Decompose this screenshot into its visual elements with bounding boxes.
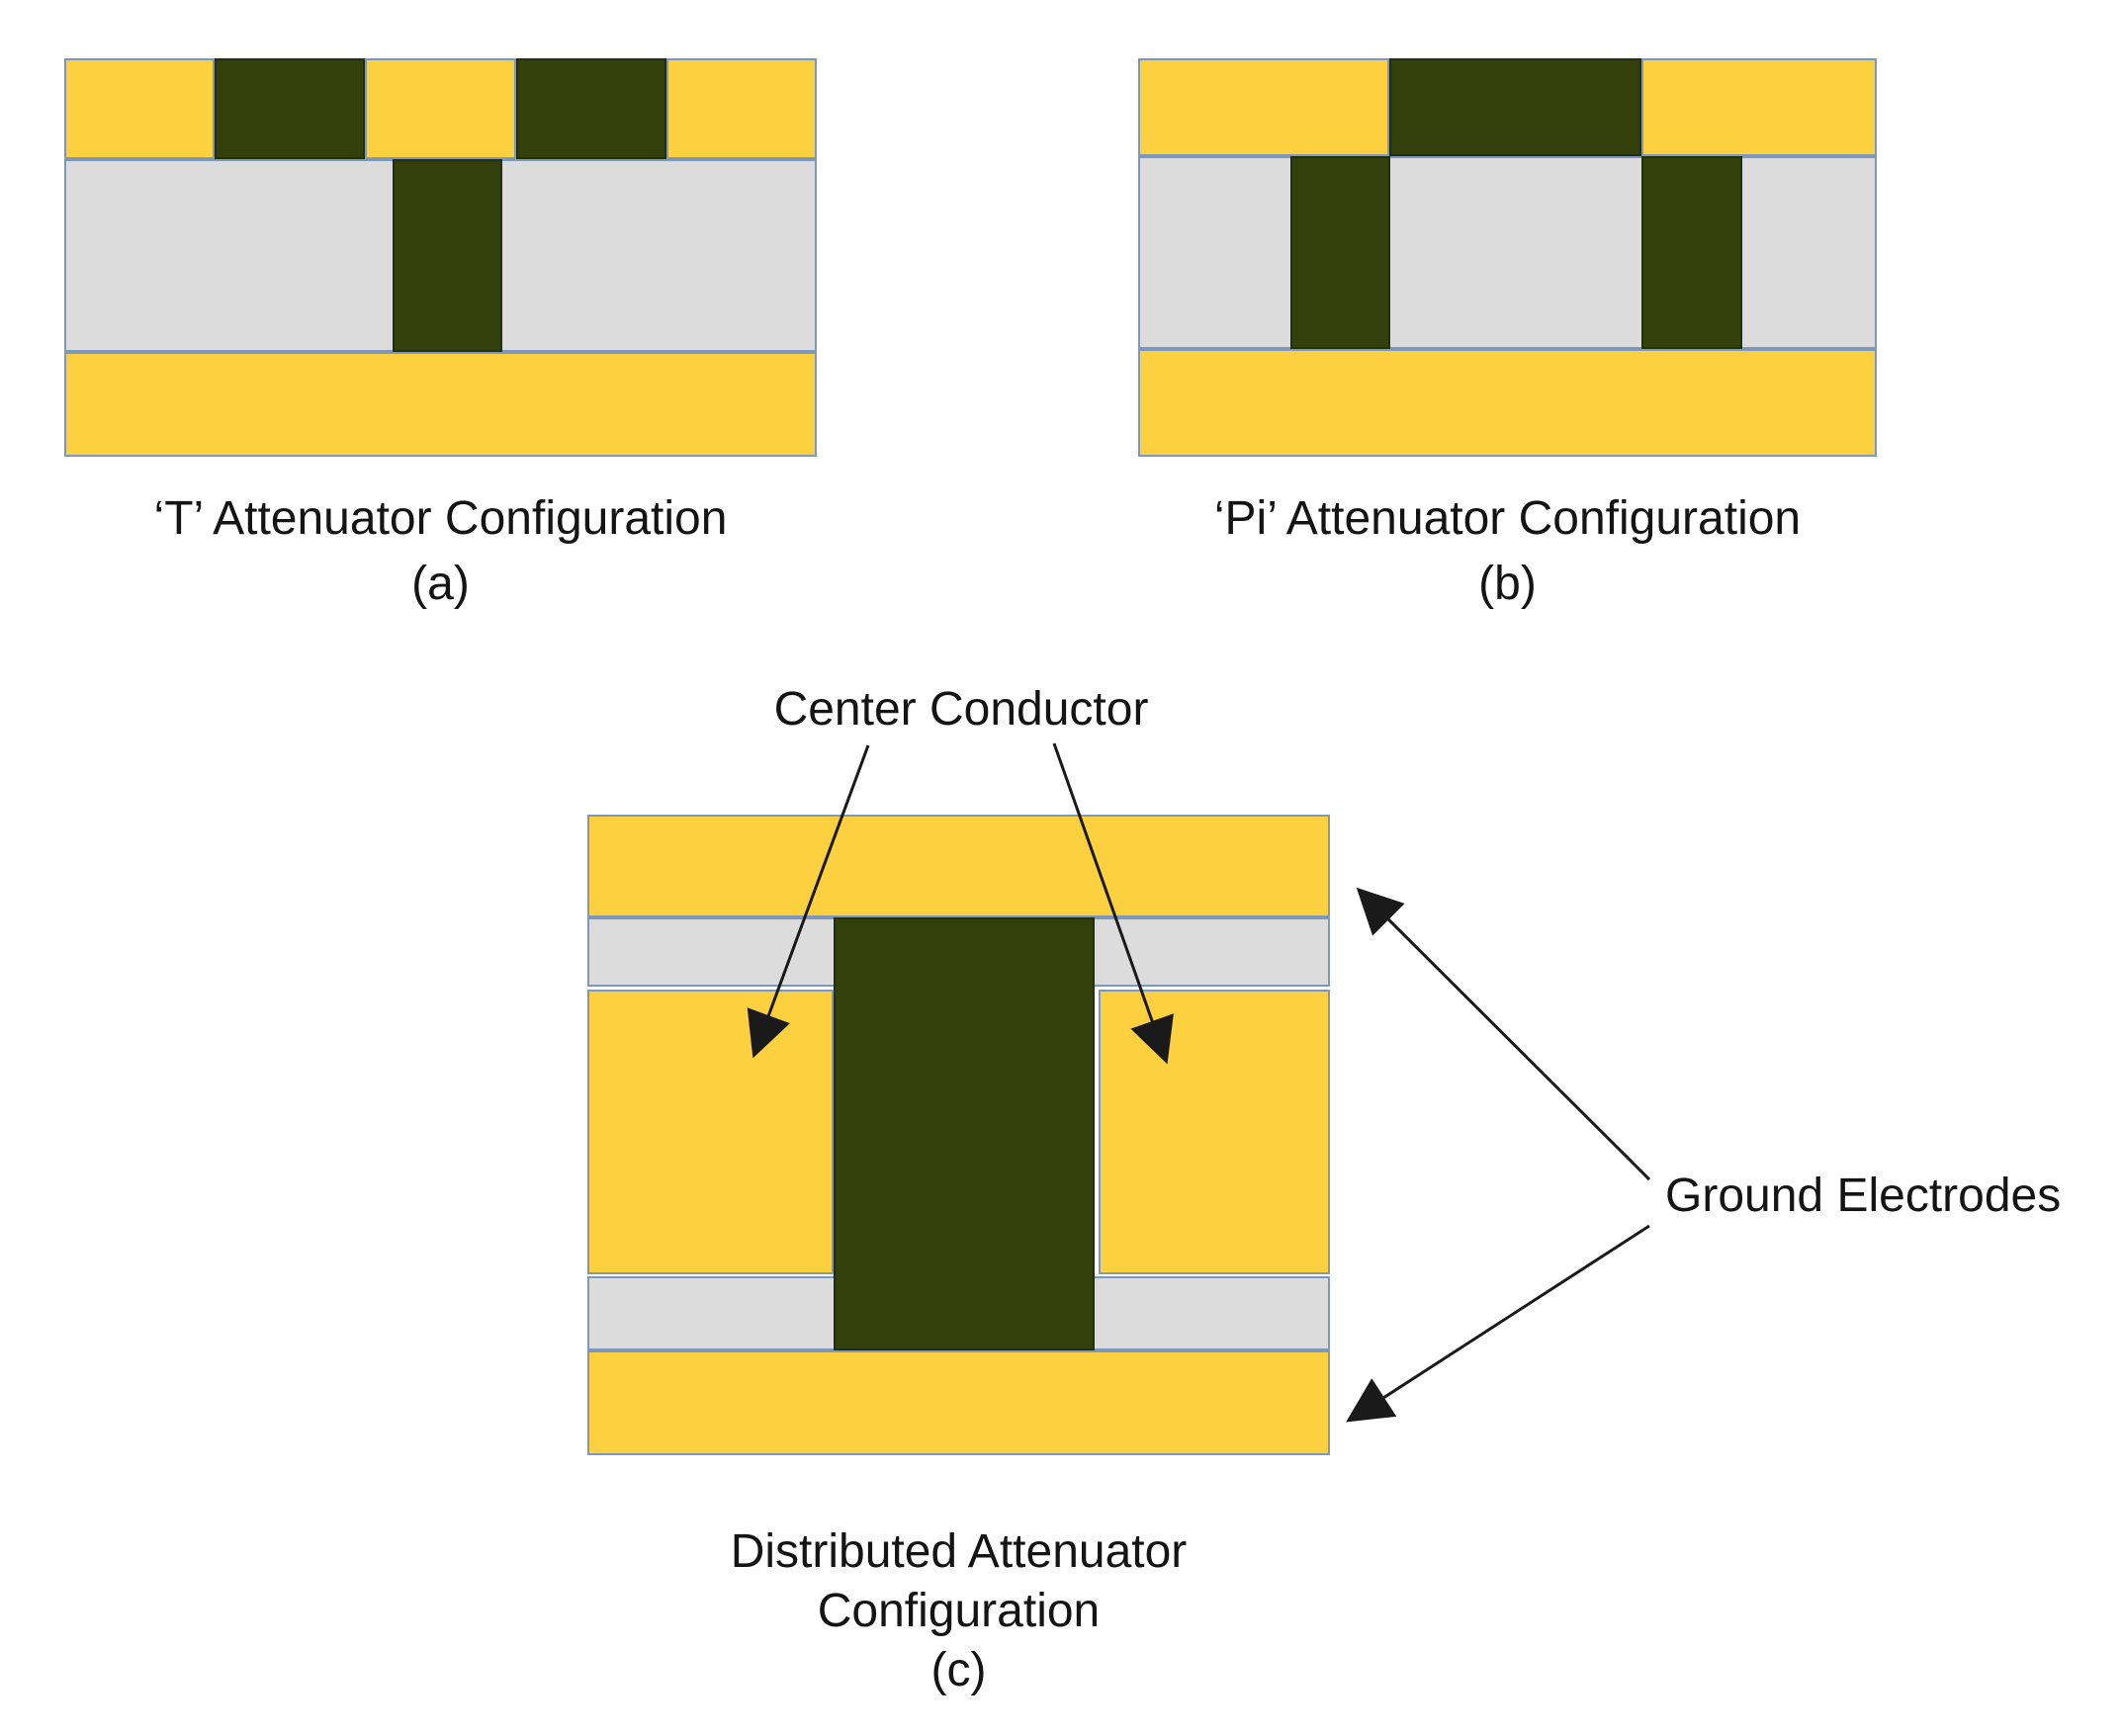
- dist-bottom-ground-electrode: [587, 1350, 1330, 1455]
- t-attenuator-diagram: [64, 58, 817, 457]
- t-bottom-electrode: [64, 352, 817, 457]
- pi-top-resistor-segment: [1389, 58, 1641, 156]
- pi-diagram-tag: (b): [1478, 558, 1537, 610]
- t-diagram-title: ‘T’ Attenuator Configuration: [153, 492, 728, 545]
- t-top-gold-segment-right: [666, 58, 817, 159]
- ground-electrodes-arrow-bottom-icon: [1346, 1224, 1650, 1423]
- dist-center-conductor-left: [587, 990, 834, 1274]
- pi-substrate-band: [1138, 156, 1877, 349]
- pi-diagram-caption: ‘Pi’ Attenuator Configuration (b): [1138, 486, 1877, 617]
- t-center-resistor-column: [393, 159, 502, 352]
- ground-electrodes-arrow-top-icon: [1356, 887, 1651, 1181]
- distributed-diagram-title-line1: Distributed Attenuator: [730, 1525, 1188, 1578]
- pi-attenuator-diagram: [1138, 58, 1877, 457]
- pi-top-gold-segment-right: [1641, 58, 1877, 156]
- dist-resistive-core-column: [834, 917, 1095, 1350]
- t-top-resistor-segment-right: [516, 58, 666, 159]
- dist-top-ground-electrode: [587, 815, 1330, 917]
- distributed-diagram-tag: (c): [930, 1644, 987, 1696]
- pi-resistor-column-right: [1641, 156, 1742, 349]
- t-top-resistor-segment-left: [215, 58, 365, 159]
- center-conductor-label: Center Conductor: [773, 683, 1149, 736]
- t-top-gold-segment-center: [365, 58, 516, 159]
- pi-diagram-title: ‘Pi’ Attenuator Configuration: [1213, 492, 1802, 545]
- distributed-diagram-title-line2: Configuration: [817, 1585, 1101, 1637]
- distributed-diagram-caption: Distributed Attenuator Configuration (c): [587, 1522, 1330, 1700]
- pi-bottom-electrode: [1138, 349, 1877, 457]
- distributed-attenuator-diagram: [587, 815, 1330, 1455]
- t-diagram-tag: (a): [411, 558, 470, 610]
- t-diagram-caption: ‘T’ Attenuator Configuration (a): [64, 486, 817, 617]
- pi-top-gold-segment-left: [1138, 58, 1389, 156]
- ground-electrodes-label: Ground Electrodes: [1665, 1170, 2062, 1222]
- dist-center-conductor-right: [1099, 990, 1330, 1274]
- t-top-gold-segment-left: [64, 58, 215, 159]
- pi-resistor-column-left: [1290, 156, 1390, 349]
